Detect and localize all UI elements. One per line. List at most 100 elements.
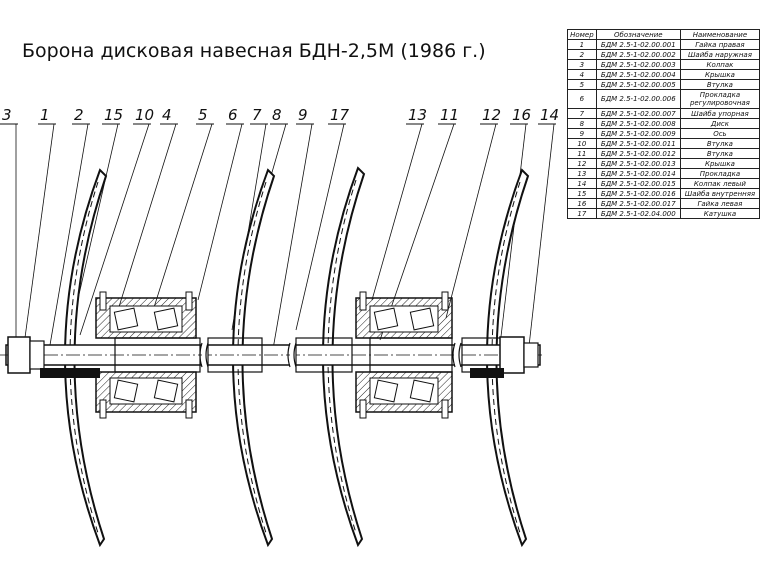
parts-layer	[0, 166, 545, 548]
left-nut	[7, 336, 31, 374]
inner-washer-bar	[40, 368, 100, 378]
roller-top-2-2	[409, 307, 435, 331]
designation-cell: БДМ 2.5-1-02.00.006	[595, 89, 681, 109]
callout-leader-1	[23, 123, 55, 346]
roller-bottom-1-1	[113, 379, 139, 403]
number-cell: 7	[567, 108, 597, 119]
designation-cell: БДМ 2.5-1-02.00.004	[595, 69, 681, 80]
name-cell: Крышка	[679, 69, 760, 80]
name-cell: Ось	[679, 128, 760, 139]
callout-label-5: 5	[198, 106, 208, 124]
number-cell: 10	[567, 138, 597, 149]
name-cell: Прокладка регулировочная	[679, 89, 760, 109]
name-cell: Диск	[679, 118, 760, 129]
header-number: Номер	[567, 29, 597, 40]
axle-break-3	[452, 342, 462, 368]
name-cell: Колпак	[679, 59, 760, 70]
name-cell: Гайка правая	[679, 39, 760, 50]
name-cell: Катушка	[679, 208, 760, 219]
designation-cell: БДМ 2.5-1-02.00.005	[595, 79, 681, 90]
roller-top-2-1	[373, 307, 399, 331]
callout-label-15: 15	[104, 106, 123, 124]
callout-leader-5	[149, 123, 213, 321]
designation-cell: БДМ 2.5-1-02.00.001	[595, 39, 681, 50]
designation-cell: БДМ 2.5-1-02.04.000	[595, 208, 681, 219]
callout-leader-9	[271, 123, 313, 356]
callout-label-10: 10	[135, 106, 154, 124]
name-cell: Шайба внутренняя	[679, 188, 760, 199]
designation-cell: БДМ 2.5-1-02.00.002	[595, 49, 681, 60]
spool-2	[207, 337, 263, 373]
callout-label-14: 14	[540, 106, 559, 124]
callout-label-4: 4	[162, 106, 172, 124]
designation-cell: БДМ 2.5-1-02.00.016	[595, 188, 681, 199]
number-cell: 13	[567, 168, 597, 179]
bolt-top-2-2	[441, 291, 449, 311]
roller-top-1-2	[153, 307, 179, 331]
bolt-top-1-1	[99, 291, 107, 311]
number-cell: 14	[567, 178, 597, 189]
callout-leader-2	[49, 123, 89, 346]
callout-label-2: 2	[74, 106, 84, 124]
axle-break-gap-1	[202, 343, 208, 367]
designation-cell: БДМ 2.5-1-02.00.008	[595, 118, 681, 129]
callout-leader-12	[445, 123, 497, 319]
designation-cell: БДМ 2.5-1-02.00.007	[595, 108, 681, 119]
number-cell: 4	[567, 69, 597, 80]
disc-1	[64, 168, 108, 548]
right-cap	[523, 342, 539, 368]
callout-leader-14	[527, 123, 555, 356]
designation-cell: БДМ 2.5-1-02.00.015	[595, 178, 681, 189]
name-cell: Шайба наружная	[679, 49, 760, 60]
bolt-top-1-2	[185, 291, 193, 311]
disc-2	[232, 168, 276, 548]
name-cell: Крышка	[679, 158, 760, 169]
name-cell: Гайка левая	[679, 198, 760, 209]
designation-cell: БДМ 2.5-1-02.00.009	[595, 128, 681, 139]
number-cell: 5	[567, 79, 597, 90]
callout-label-7: 7	[252, 106, 262, 124]
number-cell: 12	[567, 158, 597, 169]
callout-label-17: 17	[330, 106, 350, 124]
number-cell: 15	[567, 188, 597, 199]
bolt-bottom-1-1	[99, 399, 107, 419]
disc-4	[486, 168, 530, 548]
number-cell: 1	[567, 39, 597, 50]
header-designation: Обозначение	[595, 29, 681, 40]
header-name: Наименование	[679, 29, 760, 40]
disc-3	[322, 166, 366, 548]
name-cell: Втулка	[679, 79, 760, 90]
roller-bottom-2-1	[373, 379, 399, 403]
designation-cell: БДМ 2.5-1-02.00.014	[595, 168, 681, 179]
number-cell: 16	[567, 198, 597, 209]
bolt-bottom-2-2	[441, 399, 449, 419]
callout-leader-10	[79, 123, 150, 336]
roller-top-1-1	[113, 307, 139, 331]
right-washer-bar	[470, 368, 504, 378]
axle-break-gap-3	[455, 343, 461, 367]
spool-3	[295, 337, 353, 373]
name-cell: Прокладка	[679, 168, 760, 179]
name-cell: Колпак левый	[679, 178, 760, 189]
parts-table-header: Номер Обозначение Наименование	[567, 29, 760, 40]
callout-label-6: 6	[228, 106, 238, 124]
number-cell: 17	[567, 208, 597, 219]
callout-label-8: 8	[272, 106, 282, 124]
left-washer	[29, 340, 45, 370]
name-cell: Втулка	[679, 138, 760, 149]
number-cell: 9	[567, 128, 597, 139]
callout-label-9: 9	[298, 106, 308, 124]
